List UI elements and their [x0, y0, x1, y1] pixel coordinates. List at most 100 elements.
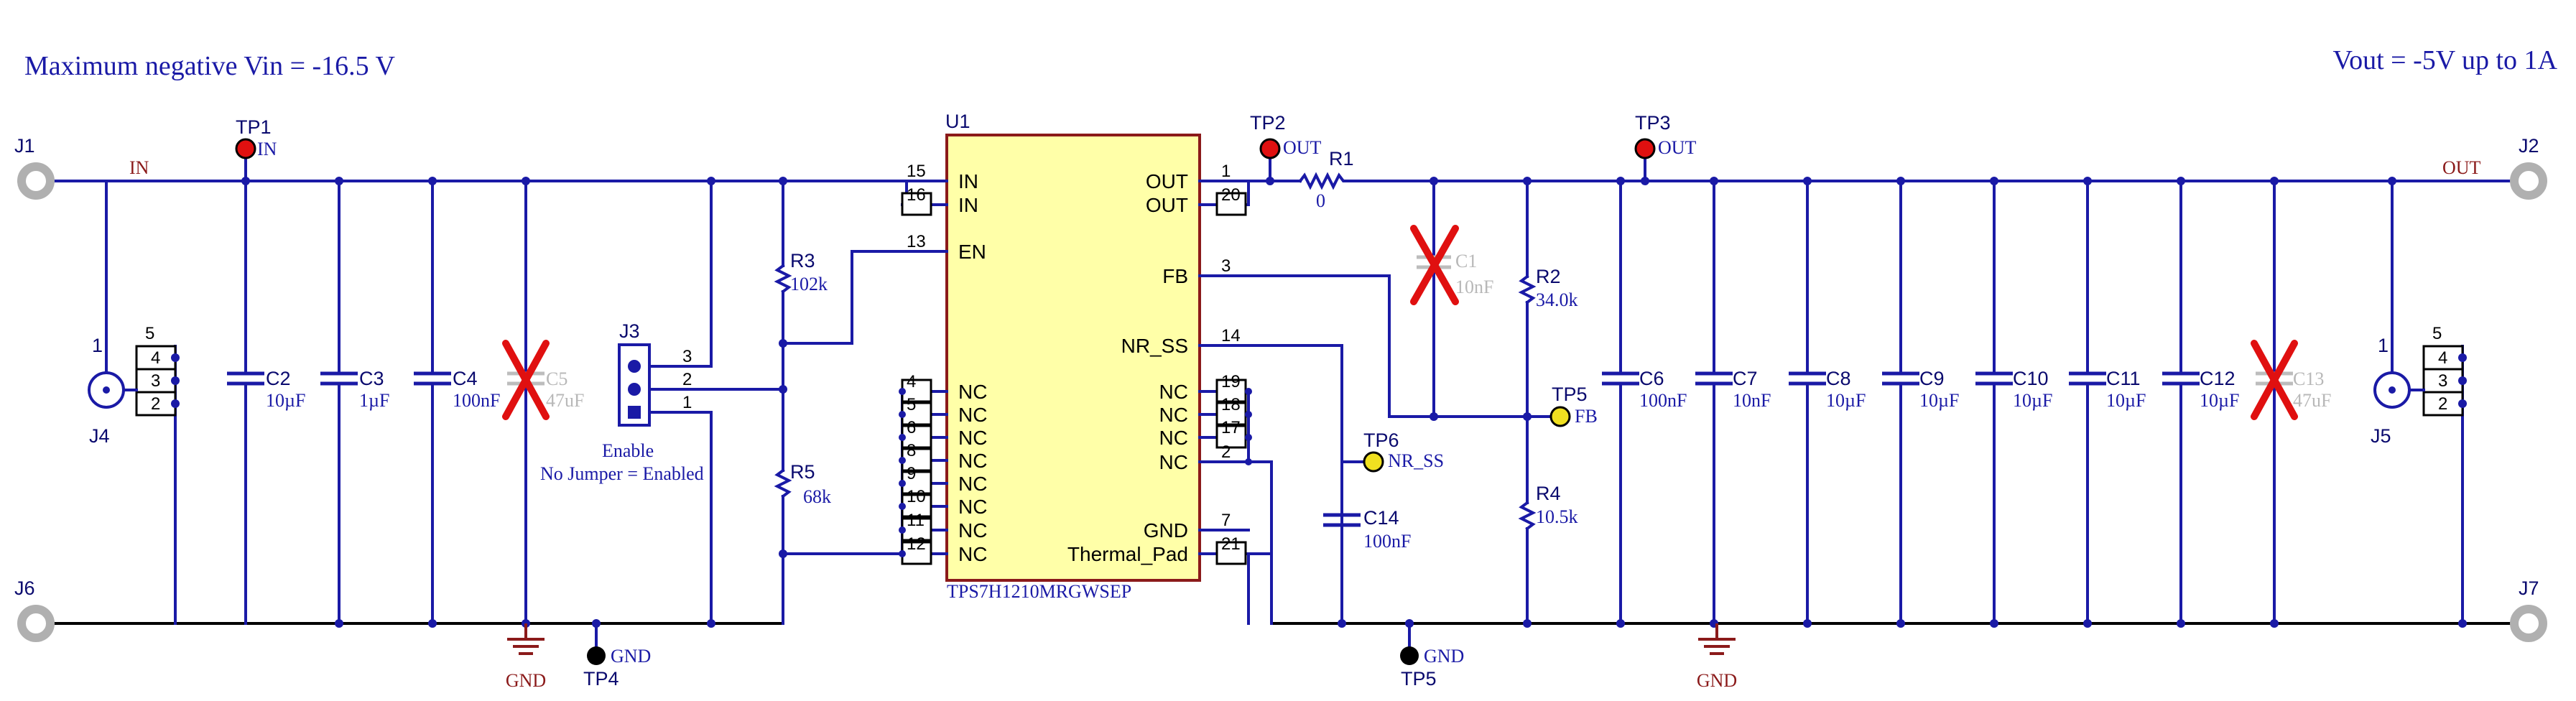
- cap-c4[interactable]: C4 100nF: [414, 177, 500, 628]
- r4-ref: R4: [1536, 483, 1561, 504]
- u1-pin-name-16: IN: [958, 194, 978, 216]
- j2-connector[interactable]: J2: [2510, 135, 2547, 200]
- tp2-net: OUT: [1283, 137, 1322, 158]
- resistor-r5[interactable]: R5 68k: [774, 342, 831, 625]
- u1-pin-num-13: 13: [907, 232, 926, 251]
- c3-ref: C3: [359, 368, 384, 389]
- u1-pin-13[interactable]: 13 EN: [901, 232, 986, 263]
- u1-pin-name-5: NC: [958, 404, 987, 426]
- j3-note: No Jumper = Enabled: [540, 463, 704, 484]
- u1-pin-name-8: NC: [958, 450, 987, 472]
- j5-header: 5 4 3 2: [2408, 324, 2467, 628]
- cap-c5-dnp[interactable]: C5 47uF: [502, 177, 584, 628]
- tp1-testpoint[interactable]: TP1 IN: [235, 116, 277, 185]
- j4-pin1-label: 1: [92, 335, 103, 356]
- cap-c2[interactable]: C2 10µF: [227, 180, 305, 625]
- c6-ref: C6: [1639, 368, 1664, 389]
- en-wire: [779, 250, 948, 394]
- j7-connector[interactable]: J7: [2510, 577, 2547, 642]
- tp5-fb-testpoint[interactable]: TP5 FB: [1549, 384, 1598, 427]
- input-rail: [47, 180, 948, 206]
- u1-pin-num-14: 14: [1221, 326, 1241, 345]
- u1-pin-2[interactable]: 2NC: [1159, 442, 1252, 473]
- c2-value: 10µF: [266, 390, 305, 411]
- cap-c1-dnp[interactable]: C1 10nF: [1410, 177, 1493, 418]
- u1-pin-num-3: 3: [1221, 256, 1231, 276]
- j5-output-coax[interactable]: 1 J5: [2371, 177, 2411, 447]
- u1-pin-name-3: FB: [1162, 265, 1188, 287]
- u1-pin-num-5: 5: [907, 395, 916, 414]
- j5-pin1-label: 1: [2378, 335, 2389, 356]
- tp5-fb-net: FB: [1575, 406, 1598, 427]
- tp6-net: NR_SS: [1388, 450, 1444, 471]
- u1-pin-name-17: NC: [1159, 427, 1188, 449]
- tp4-testpoint[interactable]: GND TP4: [583, 619, 651, 690]
- c13-ref: C13: [2293, 368, 2324, 389]
- resistor-r4[interactable]: R4 10.5k: [1518, 415, 1578, 628]
- j4-input-coax[interactable]: 1 J4: [88, 180, 125, 447]
- j5-hdr-p4: 4: [2438, 348, 2447, 368]
- u1-pin-num-9: 9: [907, 464, 916, 483]
- r3-ref: R3: [790, 250, 815, 271]
- tp6-testpoint[interactable]: TP6 NR_SS: [1363, 430, 1444, 473]
- r5-value: 68k: [803, 486, 831, 507]
- tp4-net: GND: [611, 646, 651, 667]
- u1-pin-5[interactable]: 5 NC: [899, 395, 987, 426]
- resistor-r1[interactable]: R1 0: [1298, 148, 1370, 211]
- resistor-r3[interactable]: R3 102k: [774, 177, 828, 345]
- c11-ref: C11: [2106, 368, 2141, 389]
- tp2-label: TP2: [1250, 112, 1286, 134]
- nc-right-bus: [1247, 390, 1273, 555]
- cap-c3[interactable]: C3 1µF: [320, 177, 389, 628]
- output-rail: [1198, 180, 2516, 206]
- c4-value: 100nF: [453, 390, 500, 411]
- r3-value: 102k: [790, 274, 828, 294]
- tp5-gnd-testpoint[interactable]: GND TP5: [1400, 619, 1464, 690]
- j1-connector[interactable]: J1: [14, 135, 55, 200]
- ground-rail: [49, 552, 2514, 625]
- u1-pin-num-6: 6: [907, 418, 916, 437]
- resistor-r2[interactable]: R2 34.0k: [1518, 177, 1578, 418]
- tp5-fb-label: TP5: [1552, 384, 1588, 405]
- u1-pin-name-1: OUT: [1146, 170, 1188, 192]
- cap-c14[interactable]: C14 100nF: [1323, 460, 1411, 552]
- tp1-net: IN: [257, 139, 277, 159]
- j4-hdr-p3: 3: [151, 371, 160, 391]
- gnd-symbol-left: GND: [506, 623, 546, 691]
- j3-enable-jumper[interactable]: J3 3 2 1 Enable No Jumper = Enabled: [540, 177, 784, 628]
- tp2-testpoint[interactable]: TP2 OUT: [1250, 112, 1322, 185]
- u1-pin-num-7: 7: [1221, 511, 1231, 530]
- c5-ref: C5: [546, 368, 567, 389]
- r2-value: 34.0k: [1536, 289, 1578, 310]
- u1-pin-name-11: NC: [958, 519, 987, 542]
- j6-connector[interactable]: J6: [14, 577, 55, 642]
- u1-pin-name-13: EN: [958, 241, 986, 263]
- tp3-testpoint[interactable]: TP3 OUT: [1634, 112, 1697, 185]
